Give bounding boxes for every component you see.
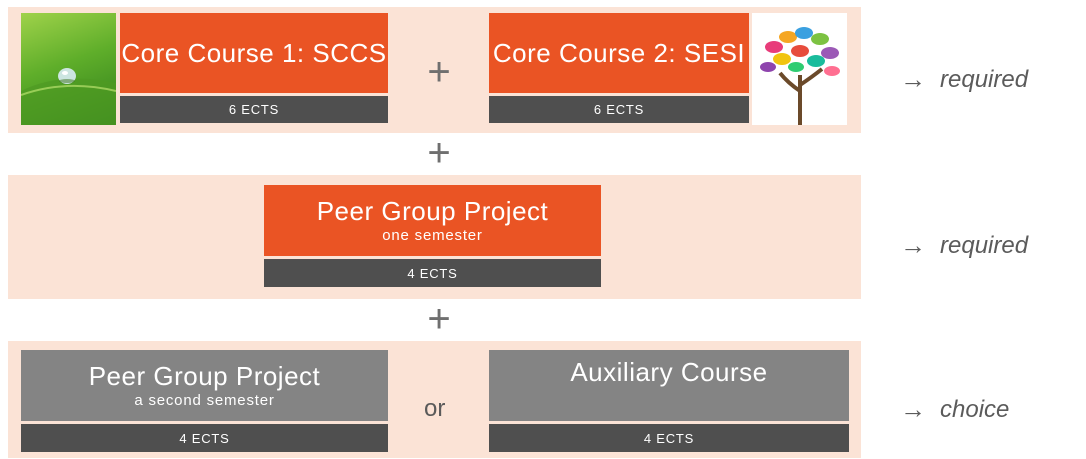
peer-group-project-title: Peer Group Project [316, 195, 549, 226]
core-course-1-title: Core Course 1: SCCS [121, 38, 387, 68]
right-arrow-icon: → [900, 394, 926, 424]
choice-label: choice [940, 395, 1010, 423]
plus-sign-row2-row3: + [427, 297, 451, 341]
choice-note-row3: → choice [900, 394, 1009, 425]
peer-group-project-ects: 4 ECTS [264, 259, 601, 287]
speech-bubble-tree-image [752, 13, 847, 125]
core-course-1-ects: 6 ECTS [120, 96, 388, 123]
core-course-2-title: Core Course 2: SESI [492, 38, 746, 68]
peer-group-project-second-tile: Peer Group Project a second semester [21, 350, 388, 421]
peer-group-project-tile: Peer Group Project one semester [264, 185, 601, 256]
required-note-row1: → required [900, 64, 1028, 95]
core-course-2-ects: 6 ECTS [489, 96, 749, 123]
or-label: or [424, 395, 446, 422]
auxiliary-course-ects: 4 ECTS [489, 424, 849, 452]
auxiliary-course-tile: Auxiliary Course [489, 350, 849, 421]
plus-sign-row1-row2: + [427, 131, 451, 175]
peer-group-project-second-ects: 4 ECTS [21, 424, 388, 452]
auxiliary-course-title: Auxiliary Course [570, 357, 768, 387]
right-arrow-icon: → [900, 64, 926, 94]
required-note-row2: → required [900, 230, 1028, 261]
required-label: required [940, 231, 1029, 259]
core-course-1-tile: Core Course 1: SCCS [120, 13, 388, 93]
right-arrow-icon: → [900, 230, 926, 260]
core-course-2-tile: Core Course 2: SESI [489, 13, 749, 93]
peer-group-project-second-title: Peer Group Project [88, 360, 321, 391]
peer-group-project-subtitle: one semester [382, 226, 483, 244]
peer-group-project-second-subtitle: a second semester [134, 391, 275, 409]
required-label: required [940, 65, 1029, 93]
plus-sign-between-core-courses: + [427, 50, 451, 94]
water-drop-on-leaf-image [21, 13, 116, 125]
